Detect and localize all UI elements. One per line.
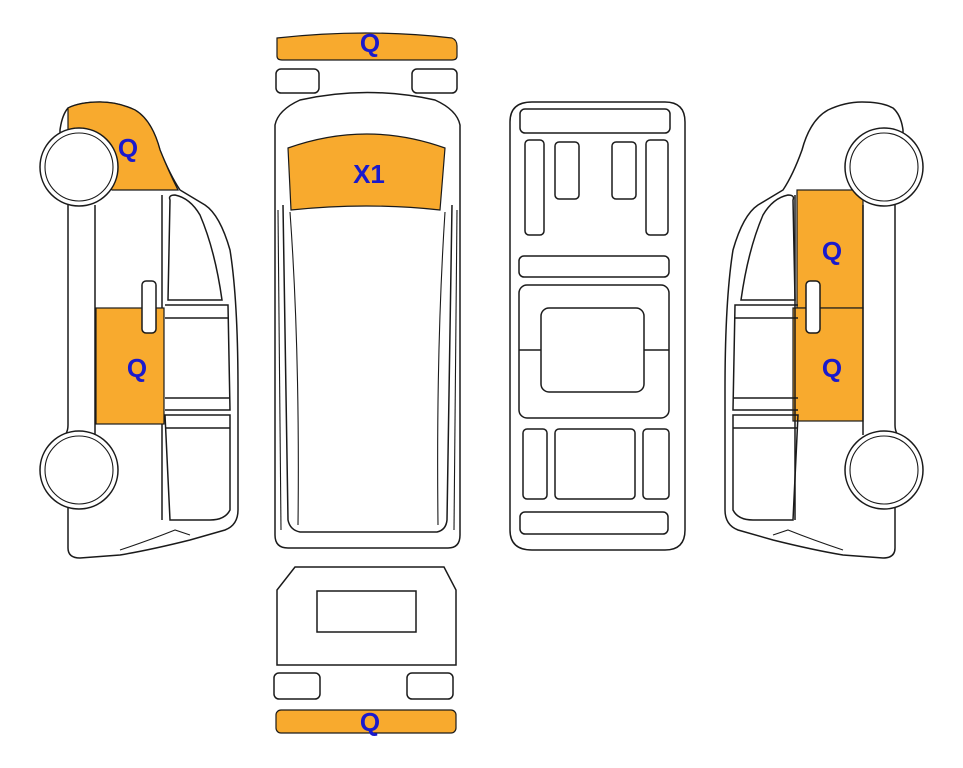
right-rear-wheel[interactable]: [844, 430, 924, 510]
front-bumper-part[interactable]: [276, 32, 458, 61]
right-front-wheel[interactable]: [844, 127, 924, 207]
rear-window: [316, 590, 417, 633]
rear-right-taillight[interactable]: [406, 672, 454, 700]
left-side-view: Q Q: [39, 101, 239, 559]
front-view: Q: [275, 28, 458, 94]
rear-bumper-mark: Q: [360, 707, 380, 737]
hood-part[interactable]: [287, 133, 446, 211]
rear-left-taillight[interactable]: [273, 672, 321, 700]
rear-bumper-part[interactable]: [275, 709, 457, 734]
left-front-wheel[interactable]: [39, 127, 119, 207]
left-rear-door-mark: Q: [127, 353, 147, 383]
front-right-headlight[interactable]: [411, 68, 458, 94]
rear-view: Q: [273, 566, 457, 737]
left-front-window: [167, 194, 223, 301]
right-front-door-mark: Q: [822, 236, 842, 266]
right-rear-door-part[interactable]: [792, 307, 864, 422]
front-bumper-mark: Q: [360, 28, 380, 58]
hood-mark: X1: [353, 159, 385, 189]
top-view: X1: [274, 91, 461, 549]
right-front-window: [740, 194, 796, 301]
underbody-view: [509, 101, 686, 551]
right-door-handle: [805, 280, 821, 334]
right-rear-door-mark: Q: [822, 353, 842, 383]
left-front-fender-mark: Q: [118, 133, 138, 163]
left-rear-wheel[interactable]: [39, 430, 119, 510]
right-side-view: Q Q: [724, 101, 924, 559]
left-door-handle: [141, 280, 157, 334]
front-left-headlight[interactable]: [275, 68, 320, 94]
